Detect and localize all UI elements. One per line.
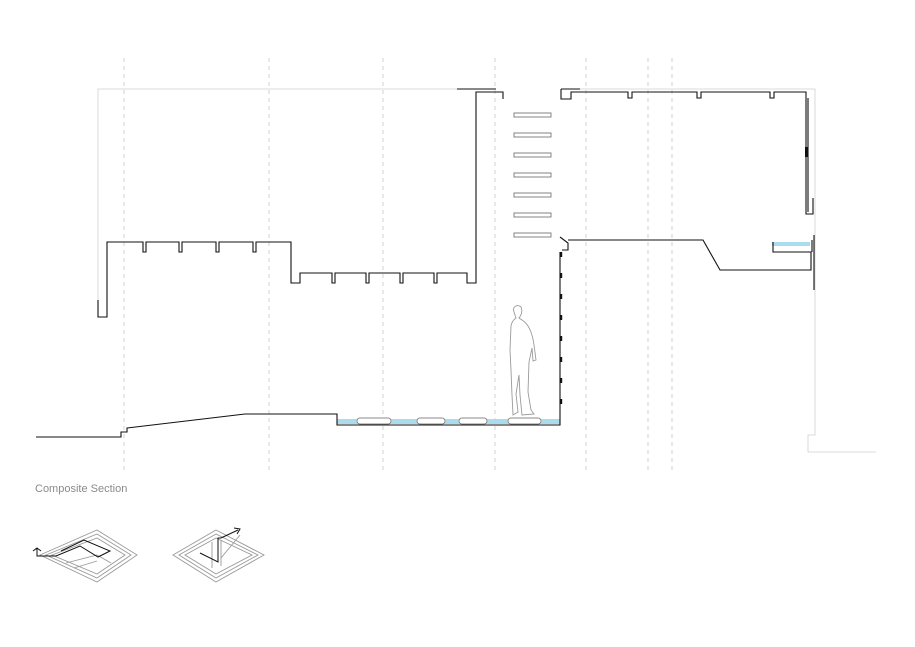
stepping-stones: [356, 417, 542, 425]
human-figure: [509, 305, 537, 416]
grid-lines: [123, 58, 673, 470]
wall-marker: [805, 147, 808, 157]
diagram-caption: Composite Section: [35, 483, 128, 495]
stair-treads: [513, 112, 552, 238]
outline-frame: [97, 88, 876, 453]
route-diagram-2: [172, 527, 265, 583]
water-pool: [337, 242, 810, 424]
section-line: [36, 88, 815, 438]
route-diagram-1: [32, 529, 138, 583]
